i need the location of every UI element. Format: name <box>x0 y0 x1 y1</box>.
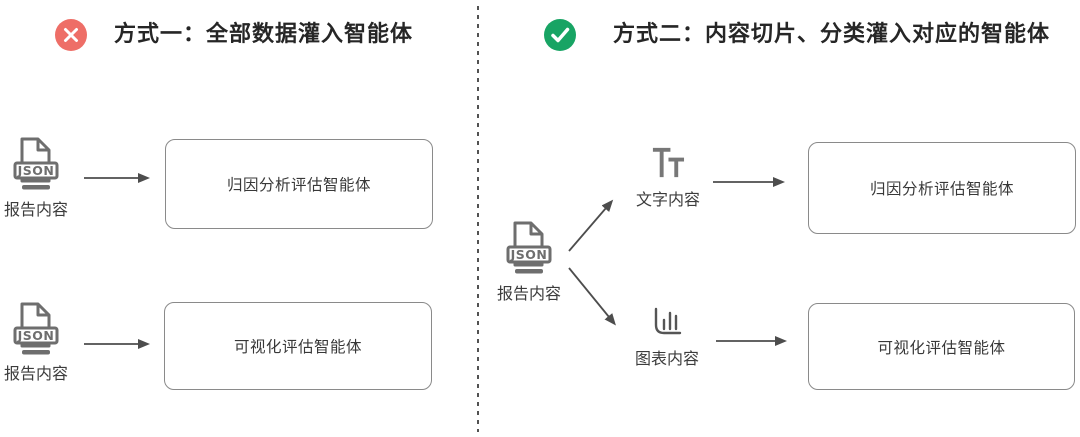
source-label: 报告内容 <box>3 364 68 383</box>
json-badge-label: JSON <box>17 328 55 343</box>
agent-box-attribution-right: 归因分析评估智能体 <box>808 142 1076 234</box>
agent-box-visualization-left: 可视化评估智能体 <box>164 302 432 390</box>
agent-box-attribution-left: 归因分析评估智能体 <box>165 139 433 229</box>
json-file-icon: JSON <box>505 220 553 278</box>
source-label: 报告内容 <box>496 284 561 303</box>
arrow-branch-up <box>568 199 614 252</box>
json-badge-label: JSON <box>17 163 55 178</box>
bar-chart-icon <box>651 306 683 338</box>
agent-box-visualization-right: 可视化评估智能体 <box>808 303 1075 390</box>
branch-label: 文字内容 <box>635 190 700 209</box>
left-panel-title: 方式一：全部数据灌入智能体 <box>114 22 414 47</box>
x-circle-icon <box>54 18 88 52</box>
check-circle-icon <box>543 18 577 52</box>
json-file-icon: JSON <box>12 136 60 194</box>
right-panel-title: 方式二：内容切片、分类灌入对应的智能体 <box>613 22 1051 47</box>
source-label: 报告内容 <box>3 200 68 219</box>
json-badge-label: JSON <box>510 247 548 262</box>
text-content-icon <box>650 145 685 180</box>
json-file-icon: JSON <box>12 301 60 359</box>
branch-label: 图表内容 <box>634 349 699 368</box>
